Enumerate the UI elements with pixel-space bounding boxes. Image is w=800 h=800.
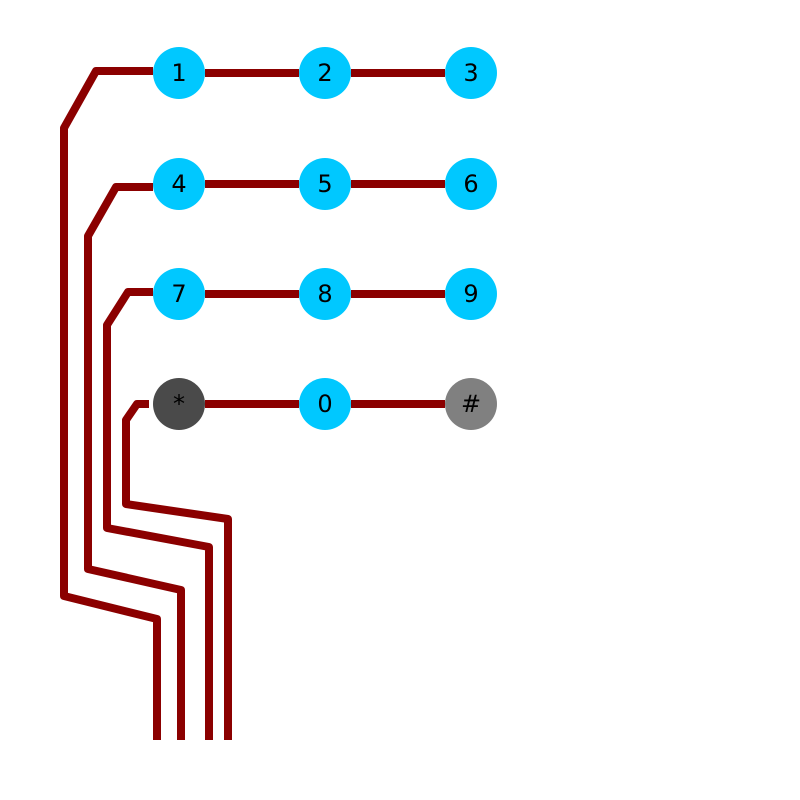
key-2-circle[interactable] <box>299 47 351 99</box>
key-7-label: 7 <box>171 280 186 308</box>
key-0-circle[interactable] <box>299 378 351 430</box>
lead-wire-row-1 <box>60 67 161 740</box>
key-hash-circle[interactable] <box>445 378 497 430</box>
key-1-circle[interactable] <box>153 47 205 99</box>
key-4-label: 4 <box>171 170 186 198</box>
key-3-circle[interactable] <box>445 47 497 99</box>
key-7-circle[interactable] <box>153 268 205 320</box>
key-5-label: 5 <box>317 170 332 198</box>
key-star-label: * <box>173 390 185 418</box>
key-2[interactable]: 2 <box>299 47 351 99</box>
key-star-circle[interactable] <box>153 378 205 430</box>
key-hash[interactable]: # <box>445 378 497 430</box>
key-4-circle[interactable] <box>153 158 205 210</box>
key-5-circle[interactable] <box>299 158 351 210</box>
key-9-circle[interactable] <box>445 268 497 320</box>
key-6[interactable]: 6 <box>445 158 497 210</box>
key-star[interactable]: * <box>153 378 205 430</box>
key-8-label: 8 <box>317 280 332 308</box>
lead-wire-row-2 <box>84 183 185 740</box>
key-2-label: 2 <box>317 59 332 87</box>
key-0[interactable]: 0 <box>299 378 351 430</box>
key-8-circle[interactable] <box>299 268 351 320</box>
key-3[interactable]: 3 <box>445 47 497 99</box>
key-8[interactable]: 8 <box>299 268 351 320</box>
key-9-label: 9 <box>463 280 478 308</box>
wires <box>60 67 445 740</box>
key-1[interactable]: 1 <box>153 47 205 99</box>
key-4[interactable]: 4 <box>153 158 205 210</box>
lead-wire-row-3 <box>103 288 213 740</box>
key-9[interactable]: 9 <box>445 268 497 320</box>
key-6-circle[interactable] <box>445 158 497 210</box>
keys: 1 2 3 4 5 6 7 8 9 * 0 # <box>153 47 497 430</box>
lead-wire-row-4 <box>122 400 232 740</box>
key-hash-label: # <box>461 390 481 418</box>
key-3-label: 3 <box>463 59 478 87</box>
key-0-label: 0 <box>317 390 332 418</box>
key-5[interactable]: 5 <box>299 158 351 210</box>
key-1-label: 1 <box>171 59 186 87</box>
key-6-label: 6 <box>463 170 478 198</box>
key-7[interactable]: 7 <box>153 268 205 320</box>
